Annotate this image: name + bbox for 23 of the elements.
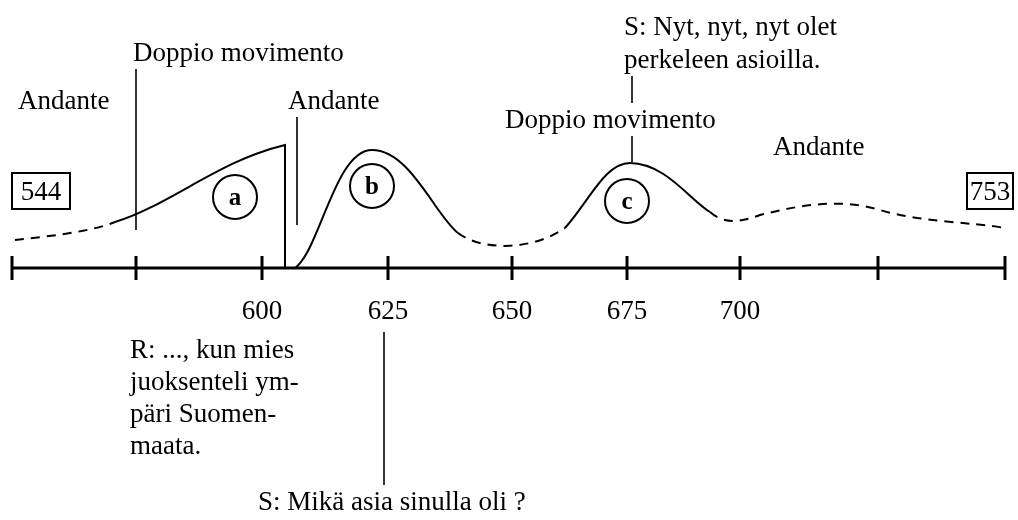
circled-letter: b xyxy=(349,163,395,209)
annotation-text: Andante xyxy=(18,84,110,116)
annotation-text: R: ..., kun mies juoksenteli ym- päri Suomen- maata. xyxy=(130,333,300,461)
annotation-text: Doppio movimento xyxy=(505,103,716,136)
leader-line xyxy=(383,331,385,486)
tick-label: 700 xyxy=(719,294,761,326)
annotation-text: Doppio movimento xyxy=(133,36,344,69)
tick-label: 625 xyxy=(367,294,409,326)
number-box: 753 xyxy=(966,172,1014,210)
tick-label: 650 xyxy=(491,294,533,326)
leader-line xyxy=(135,68,137,231)
tick-label: 600 xyxy=(241,294,283,326)
circled-letter: c xyxy=(604,178,650,224)
annotation-text: S: Mikä asia sinulla oli ? xyxy=(258,485,526,518)
circled-letter: a xyxy=(212,174,258,220)
annotation-text: Andante xyxy=(288,84,380,117)
number-box: 544 xyxy=(11,172,71,210)
leader-line xyxy=(296,116,298,226)
annotation-text: S: Nyt, nyt, nyt olet perkeleen asioilla. xyxy=(624,10,892,76)
tick-label: 675 xyxy=(606,294,648,326)
leader-line xyxy=(631,75,633,104)
annotation-text: Andante xyxy=(773,130,865,162)
leader-line xyxy=(631,135,633,163)
